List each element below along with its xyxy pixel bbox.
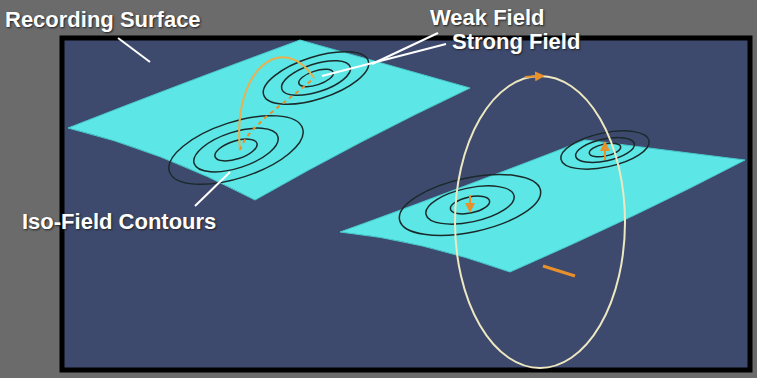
field-loop [240,78,314,150]
label: Weak Field [430,6,545,30]
field-arrow [469,195,471,208]
field-arrow [525,76,540,77]
field-mark [543,266,575,276]
label: Iso-Field Contours [22,210,216,234]
field-arrow [604,146,606,160]
label: Strong Field [452,30,580,54]
label: Recording Surface [5,8,201,32]
field-loop [239,57,314,150]
leader-lines [118,33,446,206]
iso-field-contours [257,41,375,115]
iso-field-contours [161,102,311,199]
iso-field-contours [557,124,652,176]
recording-surface [340,140,745,272]
iso-field-contours [394,164,546,247]
panel [62,38,750,370]
field-loop [455,76,625,368]
recording-surface [68,40,470,200]
